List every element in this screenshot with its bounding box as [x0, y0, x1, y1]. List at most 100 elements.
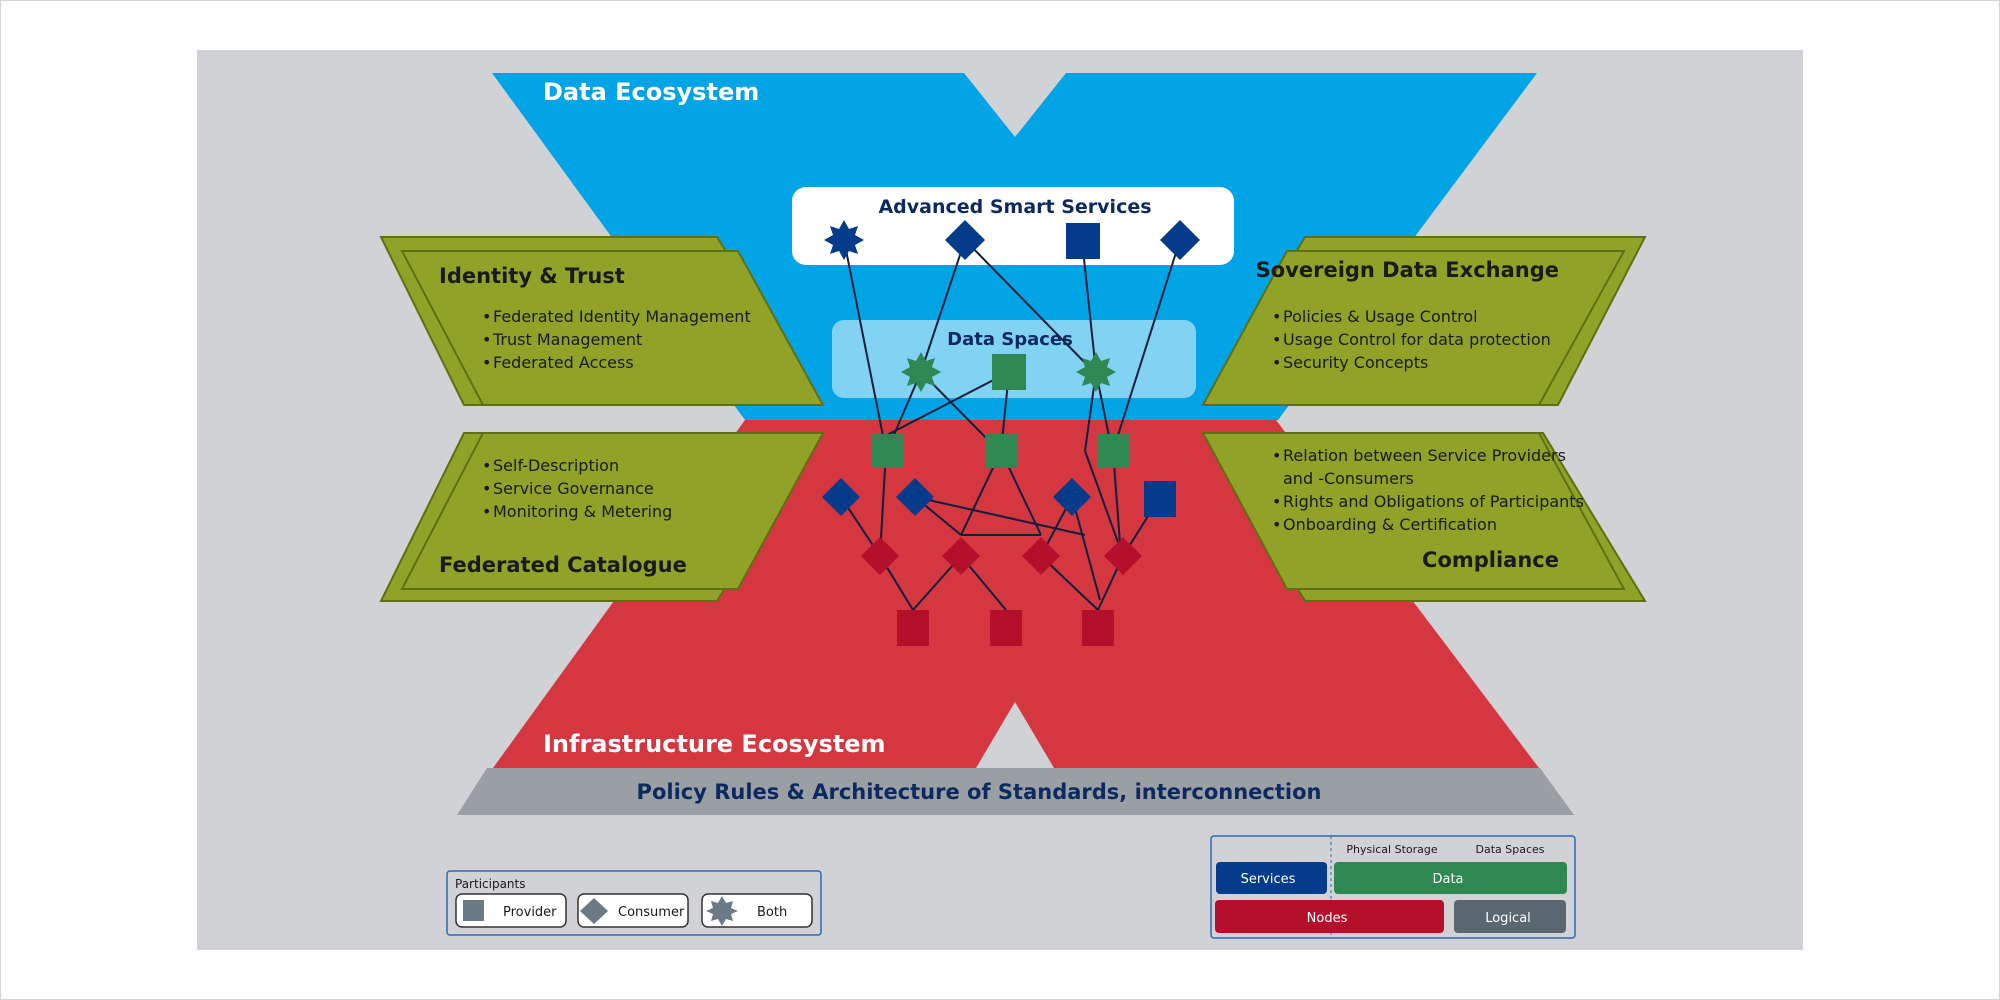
both-legend-icon: [706, 896, 738, 926]
infra-node-consumer: [1104, 537, 1142, 575]
service-node-consumer: [1160, 220, 1200, 260]
list-item: Onboarding & Certification: [1283, 515, 1497, 534]
participants-legend-title: Participants: [455, 877, 526, 891]
infrastructure-ecosystem-label: Infrastructure Ecosystem: [543, 730, 886, 758]
identity-trust-list: • Federated Identity Management • Trust …: [482, 307, 751, 372]
list-item: Service Governance: [493, 479, 654, 498]
compliance-list: • Relation between Service Providers and…: [1272, 446, 1584, 534]
list-bullet: •: [482, 330, 491, 349]
list-bullet: •: [482, 353, 491, 372]
list-bullet: •: [1272, 353, 1281, 372]
data-ecosystem-label: Data Ecosystem: [543, 78, 759, 106]
data-node-provider: [1097, 434, 1129, 468]
legend-both-label: Both: [757, 905, 787, 920]
service-node-consumer: [896, 478, 934, 516]
identity-trust-panel: Identity & Trust • Federated Identity Ma…: [379, 236, 825, 406]
services-layer-block: [1216, 862, 1327, 894]
service-node-provider: [1144, 481, 1176, 517]
list-item: Security Concepts: [1283, 353, 1428, 372]
list-bullet: •: [1272, 307, 1281, 326]
legend-consumer-pill: [577, 893, 689, 928]
federated-catalogue-title: Federated Catalogue: [439, 553, 687, 577]
connection-line: [843, 239, 887, 452]
connection-line: [886, 371, 1010, 436]
federated-catalogue-panel-front: [400, 432, 825, 590]
infra-node-provider: [990, 610, 1022, 646]
data-space-node-both: [901, 352, 941, 392]
policy-bar-label: Policy Rules & Architecture of Standards…: [637, 780, 1322, 804]
legend-consumer-label: Consumer: [618, 905, 685, 920]
list-item: Self-Description: [493, 456, 619, 475]
data-space-node-provider: [992, 354, 1026, 390]
list-bullet: •: [482, 479, 491, 498]
connection-line: [964, 239, 1095, 373]
list-bullet: •: [1272, 492, 1281, 511]
data-spaces-heading: Data Spaces: [1475, 843, 1544, 856]
data-node-provider: [871, 434, 903, 468]
layers-legend: Physical Storage Data Spaces Services Da…: [1210, 835, 1576, 939]
data-layer-label: Data: [1432, 872, 1463, 887]
advanced-smart-services-box: [792, 187, 1234, 265]
sovereign-data-exchange-panel-front: [1201, 250, 1626, 406]
list-bullet: •: [482, 502, 491, 521]
infrastructure-nodes: [861, 537, 1142, 646]
list-item: Federated Access: [493, 353, 634, 372]
data-layer-block: [1334, 862, 1567, 894]
list-item: Trust Management: [492, 330, 642, 349]
data-spaces-title: Data Spaces: [947, 329, 1073, 350]
service-node-provider: [1066, 223, 1100, 259]
data-space-node-both: [1076, 352, 1116, 392]
list-bullet: •: [1272, 515, 1281, 534]
infra-node-provider: [1082, 610, 1114, 646]
compliance-title: Compliance: [1422, 548, 1559, 572]
consumer-legend-icon: [580, 898, 608, 924]
list-item: Federated Identity Management: [493, 307, 751, 326]
layers-legend-box: [1210, 835, 1576, 939]
network-connections: [840, 239, 1181, 611]
data-node-provider: [985, 434, 1017, 468]
compliance-panel-front: [1201, 432, 1626, 590]
connection-line: [1081, 239, 1097, 373]
infra-node-provider: [897, 610, 929, 646]
infra-node-consumer: [861, 537, 899, 575]
physical-storage-heading: Physical Storage: [1346, 843, 1438, 856]
sovereign-data-exchange-panel: Sovereign Data Exchange • Policies & Usa…: [1201, 236, 1647, 406]
policy-bar: [457, 768, 1574, 815]
sovereign-data-exchange-list: • Policies & Usage Control • Usage Contr…: [1272, 307, 1551, 372]
infra-node-consumer: [942, 537, 980, 575]
infrastructure-service-nodes: [822, 478, 1176, 517]
sovereign-data-exchange-title: Sovereign Data Exchange: [1256, 258, 1559, 282]
service-node-consumer: [822, 478, 860, 516]
identity-trust-panel-front: [400, 250, 825, 406]
identity-trust-title: Identity & Trust: [439, 264, 625, 288]
legend-provider-label: Provider: [503, 905, 557, 920]
nodes-layer-block: [1215, 900, 1444, 933]
connection-line: [914, 496, 1086, 536]
connection-line: [1112, 239, 1181, 452]
list-bullet: •: [482, 307, 491, 326]
logical-layer-block: [1454, 900, 1566, 933]
connection-line: [1112, 450, 1122, 557]
list-bullet: •: [1272, 330, 1281, 349]
service-node-consumer: [1053, 478, 1091, 516]
nodes-layer-label: Nodes: [1307, 911, 1348, 926]
service-nodes: [824, 220, 1200, 260]
connection-line: [920, 239, 966, 373]
list-item: Rights and Obligations of Participants: [1283, 492, 1584, 511]
participants-legend: Participants Provider Consumer Both: [446, 870, 822, 936]
list-item: and -Consumers: [1283, 469, 1414, 488]
provider-legend-icon: [463, 900, 484, 921]
list-bullet: •: [1272, 446, 1281, 465]
list-item: Policies & Usage Control: [1283, 307, 1478, 326]
infra-node-consumer: [1022, 537, 1060, 575]
services-layer-label: Services: [1241, 872, 1296, 887]
participants-legend-box: [446, 870, 822, 936]
list-bullet: •: [482, 456, 491, 475]
data-space-nodes: [901, 352, 1116, 392]
connection-line: [1071, 496, 1101, 601]
connection-line: [1084, 450, 1124, 557]
list-item: Relation between Service Providers: [1283, 446, 1566, 465]
list-item: Monitoring & Metering: [493, 502, 672, 521]
data-nodes: [871, 434, 1129, 468]
